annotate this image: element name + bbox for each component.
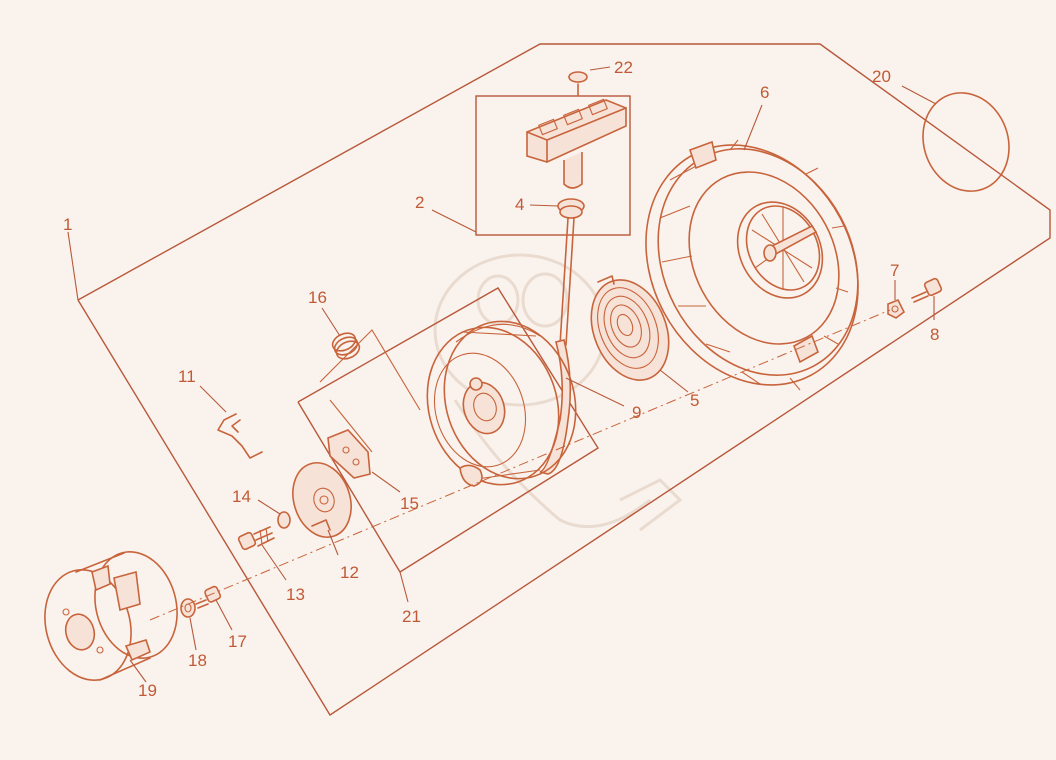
part-11-wire-spring [217, 413, 263, 459]
assembly-axis [149, 309, 891, 621]
label-19: 19 [138, 681, 157, 700]
starter-handle [526, 98, 627, 189]
assembly-frame [77, 43, 1051, 716]
label-9: 9 [632, 403, 641, 422]
label-8: 8 [930, 325, 939, 344]
part-20-gasket [922, 92, 1010, 192]
label-18: 18 [188, 651, 207, 670]
part-12-friction-plate [292, 462, 352, 538]
leader-lines [67, 66, 937, 683]
part-5-recoil-spring [590, 275, 670, 381]
label-14: 14 [232, 487, 251, 506]
part-15-pawl [327, 429, 371, 479]
part-14-washer [277, 511, 291, 529]
part-13-bolt [237, 526, 275, 551]
label-12: 12 [340, 563, 359, 582]
label-1: 1 [63, 215, 72, 234]
label-21: 21 [402, 607, 421, 626]
label-6: 6 [760, 83, 769, 102]
label-5: 5 [690, 391, 699, 410]
label-20: 20 [872, 67, 891, 86]
label-15: 15 [400, 494, 419, 513]
label-17: 17 [228, 632, 247, 651]
part-number-labels: 1 2 4 5 6 7 8 9 11 12 13 14 15 16 17 18 … [63, 58, 939, 700]
label-2: 2 [415, 193, 424, 212]
label-16: 16 [308, 288, 327, 307]
label-4: 4 [515, 195, 524, 214]
part-16-small-spring [331, 332, 361, 360]
label-13: 13 [286, 585, 305, 604]
part-22-washer [568, 71, 588, 97]
part-7-nut [887, 298, 906, 319]
part-17-screw [195, 585, 222, 609]
pawl-sub-frame [319, 329, 421, 453]
label-22: 22 [614, 58, 633, 77]
part-8-screw [911, 277, 943, 303]
part-6-starter-case [645, 139, 859, 391]
handle-box [475, 95, 631, 236]
part-19-starter-cup [44, 551, 178, 681]
part-4-bushing [557, 198, 585, 219]
sub-assembly-frame [297, 287, 599, 573]
label-7: 7 [890, 261, 899, 280]
label-11: 11 [178, 367, 196, 386]
part-9-rope [539, 217, 575, 475]
